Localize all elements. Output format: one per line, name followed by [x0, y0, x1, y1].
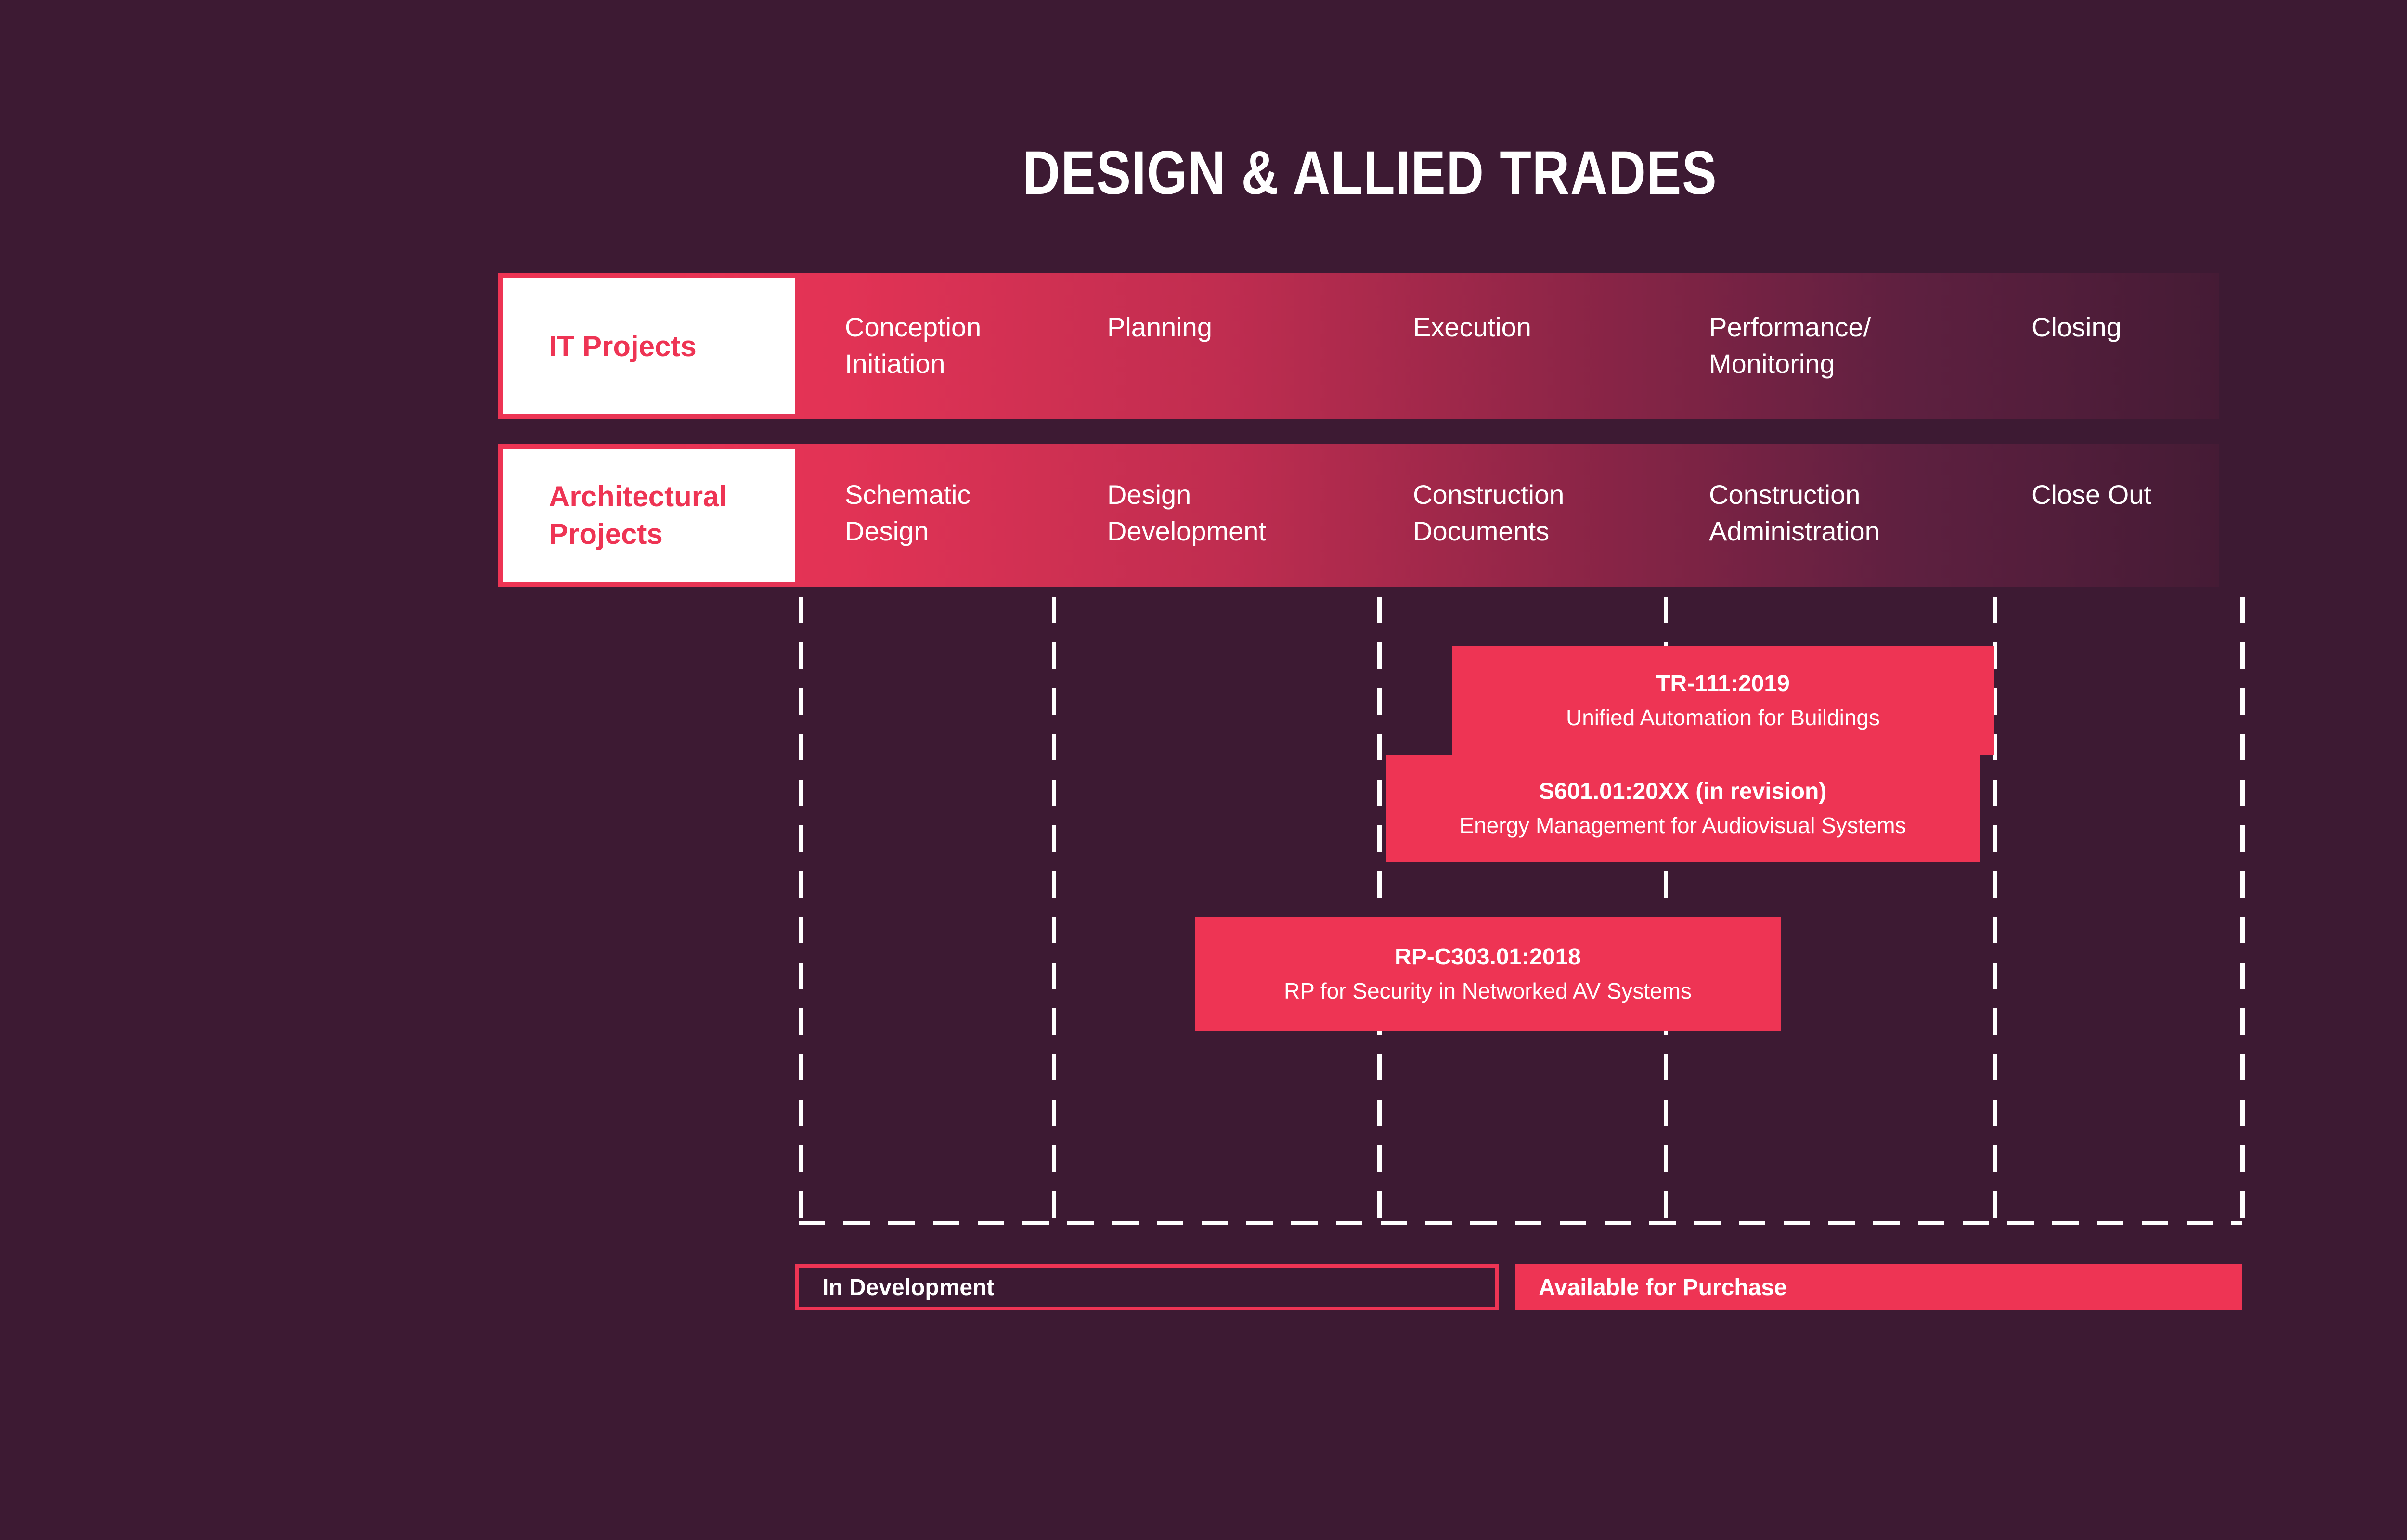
legend-available-for-purchase: Available for Purchase: [1515, 1264, 2242, 1310]
it-projects-label-box: IT Projects: [503, 278, 795, 414]
stage-construction-documents: Construction Documents: [1413, 479, 1565, 546]
it-projects-phase-bar: IT Projects: [498, 273, 2219, 419]
standard-name: RP for Security in Networked AV Systems: [1283, 978, 1692, 1003]
standard-code: RP-C303.01:2018: [1395, 944, 1581, 970]
stage-construction-administration: Construction Administration: [1709, 479, 1880, 546]
standard-code: TR-111:2019: [1656, 671, 1790, 696]
standard-code: S601.01:20XX (in revision): [1539, 779, 1827, 804]
legend-in-development-label: In Development: [822, 1274, 995, 1300]
standard-box-s601-01-20xx: S601.01:20XX (in revision) Energy Manage…: [1386, 755, 1980, 862]
legend-in-development: In Development: [795, 1264, 1499, 1310]
stage-performance-monitoring: Performance/ Monitoring: [1709, 312, 1871, 379]
stage-conception-initiation: Conception Initiation: [845, 312, 982, 379]
timeline-gridline-2: [1052, 597, 1056, 1237]
standard-name: Energy Management for Audiovisual System…: [1459, 813, 1906, 838]
architectural-projects-label-box: Architectural Projects: [503, 449, 795, 582]
timeline-gridline-1: [799, 597, 803, 1237]
timeline-gridline-3: [1377, 597, 1382, 1237]
timeline-gridline-6: [2240, 597, 2245, 1237]
standard-box-rp-c303-01-2018: RP-C303.01:2018 RP for Security in Netwo…: [1195, 917, 1781, 1031]
page-title: DESIGN & ALLIED TRADES: [1022, 139, 1718, 207]
legend-available-for-purchase-label: Available for Purchase: [1539, 1274, 1787, 1300]
architectural-projects-label: Architectural Projects: [549, 480, 727, 550]
stage-schematic-design: Schematic Design: [845, 479, 971, 546]
stage-design-development: Design Development: [1107, 479, 1266, 546]
standard-box-tr-111-2019: TR-111:2019 Unified Automation for Build…: [1452, 646, 1994, 755]
architectural-projects-phase-bar: Architectural Projects: [498, 444, 2219, 587]
stage-closing: Closing: [2032, 312, 2122, 342]
timeline-baseline: [799, 1221, 2242, 1225]
timeline-gridline-5: [1993, 597, 1997, 1237]
timeline-gridline-4: [1664, 597, 1668, 1237]
stage-execution: Execution: [1413, 312, 1531, 342]
standard-name: Unified Automation for Buildings: [1566, 705, 1880, 730]
it-projects-label: IT Projects: [549, 330, 697, 362]
stage-planning: Planning: [1107, 312, 1212, 342]
stage-close-out: Close Out: [2032, 479, 2151, 510]
